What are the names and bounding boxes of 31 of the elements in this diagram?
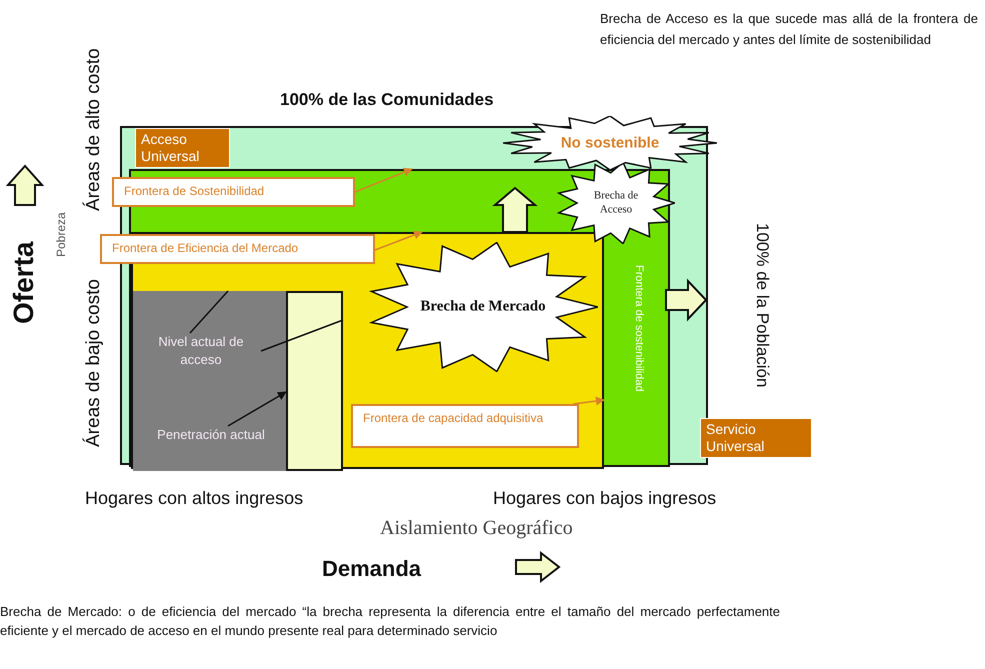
tag-label: Servicio Universal <box>700 418 812 458</box>
callout-label: Frontera de capacidad adquisitiva <box>351 404 579 448</box>
axis-label: 100% de la Población <box>752 222 772 390</box>
tag-label: Acceso Universal <box>135 128 230 168</box>
leader-line <box>354 168 413 193</box>
area-label: Penetración actual <box>141 426 281 448</box>
leader-line <box>189 290 229 334</box>
axis-label: Pobreza <box>54 211 68 260</box>
axis-label: Hogares con altos ingresos <box>85 488 304 509</box>
leader-line <box>572 396 605 406</box>
zone-rectangle <box>133 291 286 471</box>
area-label: Nivel actual de acceso <box>141 333 261 373</box>
starburst-label: Brecha de Mercado <box>420 297 546 316</box>
starburst-label: Brecha de Acceso <box>592 188 640 218</box>
block-arrow <box>492 186 538 233</box>
axis-label: Demanda <box>322 556 422 582</box>
note-paragraph: Brecha de Mercado: o de eficiencia del mercado “la brecha representa la diferencia entre el tamaño del mercado perfectamente eficiente y el mercado de acceso en el mundo presente real para determinado servicio <box>0 603 780 640</box>
axis-label: Aislamiento Geográfico <box>380 517 573 540</box>
axis-label: Oferta <box>8 240 40 325</box>
axis-label: Hogares con bajos ingresos <box>493 488 716 509</box>
axis-label: 100% de las Comunidades <box>280 90 494 110</box>
callout-label: Frontera de Eficiencia del Mercado <box>100 234 375 264</box>
axis-label: Frontera de sostenibilidad <box>633 264 645 394</box>
starburst-label: No sostenible <box>560 133 660 153</box>
leader-line <box>374 230 423 251</box>
leader-line <box>228 391 287 427</box>
leader-line <box>260 319 344 352</box>
note-paragraph: Brecha de Acceso es la que sucede mas allá de la frontera de eficiencia del mercado y antes del límite de sostenibilidad <box>600 10 978 49</box>
zone-rectangle <box>286 291 343 471</box>
axis-label: Áreas de bajo costo <box>83 278 105 450</box>
axis-label: Áreas de alto costo <box>83 48 105 214</box>
